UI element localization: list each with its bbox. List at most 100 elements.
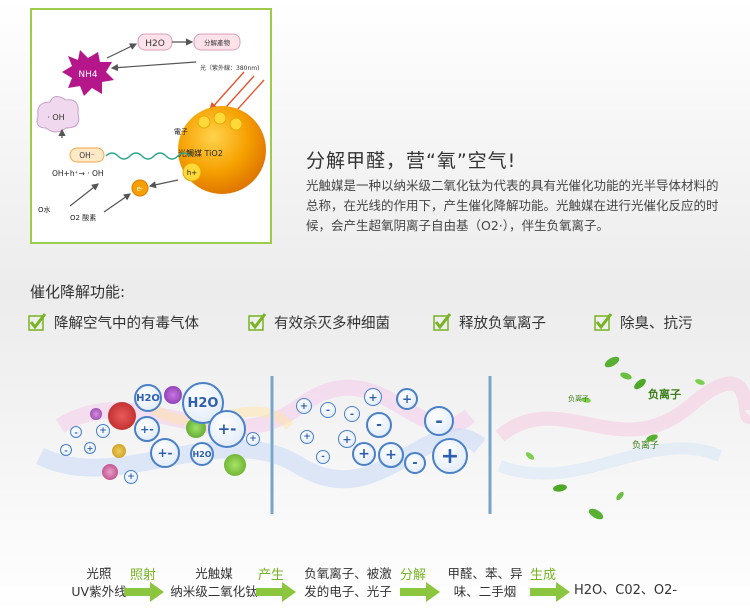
plus-ion: + xyxy=(296,398,312,414)
germ xyxy=(108,402,136,430)
plus-ion: + xyxy=(124,470,138,484)
flow-verb: 生成 xyxy=(530,568,557,583)
oh-radical-blob xyxy=(36,96,80,133)
diagram-oxygen-text: O2 酸素 xyxy=(70,213,96,222)
nh4-burst xyxy=(62,50,114,96)
plus-ion: + xyxy=(246,432,260,446)
neg-ion-label: 负离子 xyxy=(568,395,589,403)
diagram-canvas: H2O 分解產物 NH4 光（紫外線：380nm) · OH 電子 光觸媒 Ti… xyxy=(36,33,266,222)
diagram-h2o-text: H2O xyxy=(145,39,165,49)
plus-ion: + xyxy=(396,388,418,410)
plus-ion: + xyxy=(352,442,376,466)
glass-divider xyxy=(488,376,492,514)
diagram-nh4-text: NH4 xyxy=(78,70,98,80)
light-ray-3 xyxy=(209,71,245,112)
plusminus-ion: +- xyxy=(208,410,246,448)
description: 光触媒是一种以纳米级二氧化钛为代表的具有光催化功能的光半导体材料的总称，在光线的… xyxy=(306,178,719,233)
e-minus-dot xyxy=(131,179,149,197)
checkmark-icon xyxy=(594,313,612,331)
plus-ion: + xyxy=(84,442,96,454)
arrow-oxygen-up xyxy=(103,193,131,213)
flow-step: 光触媒 纳米级二氧化钛 xyxy=(164,565,264,601)
section-title: 催化降解功能: xyxy=(30,283,126,301)
germ xyxy=(224,454,246,476)
checkmark-icon xyxy=(433,313,451,331)
feature-label: 释放负氧离子 xyxy=(459,315,546,332)
plus-ion: + xyxy=(364,388,382,406)
flow-step: 光照 UV紫外线 xyxy=(64,565,134,601)
flow-step-line: 发的电子、光子 xyxy=(304,584,392,599)
flow-step-line: 负氧离子、被激 xyxy=(304,566,392,581)
diagram-electron-label: 電子 xyxy=(174,128,188,136)
flow-arrow-icon xyxy=(400,582,440,602)
arrow-to-e xyxy=(148,179,179,189)
plus-ion: + xyxy=(432,438,468,474)
germ xyxy=(164,386,182,404)
flow-result: H2O、C02、O2- xyxy=(574,583,678,598)
feature-item: 降解空气中的有毒气体 xyxy=(28,311,199,333)
minus-ion: - xyxy=(320,402,336,418)
feature-item: 释放负氧离子 xyxy=(433,311,546,333)
diagram-water-text: O水 xyxy=(38,205,51,214)
flow-step-line: 光触媒 xyxy=(195,566,233,581)
flow-verb: 产生 xyxy=(258,568,285,583)
flow-step-line: 纳米级二氧化钛 xyxy=(170,584,258,599)
electron-dot-3 xyxy=(229,117,243,131)
flow-arrow-icon xyxy=(530,582,570,602)
flow-arrow-icon xyxy=(124,582,164,602)
feature-label: 有效杀灭多种细菌 xyxy=(274,315,390,332)
plus-ion: + xyxy=(300,430,314,444)
germ xyxy=(112,444,126,458)
h2o-ion: H2O xyxy=(134,384,162,412)
minus-ion: - xyxy=(344,406,360,422)
neg-ion-label: 负离子 xyxy=(632,441,660,451)
minus-ion: - xyxy=(60,444,72,456)
plusminus-ion: +- xyxy=(150,438,180,468)
feature-label: 降解空气中的有毒气体 xyxy=(54,315,199,332)
arrow-to-nh4 xyxy=(110,61,197,72)
feature-item: 除臭、抗污 xyxy=(594,311,693,333)
diagram-light-text: 光（紫外線：380nm) xyxy=(200,64,259,72)
feature-list: 降解空气中的有毒气体 有效杀灭多种细菌 释放负氧离子 除臭、抗污 xyxy=(28,311,728,333)
diagram-hole-text: h+ xyxy=(187,169,197,177)
flow-verb: 照射 xyxy=(130,568,157,583)
flow-step: 甲醛、苯、异 味、二手烟 xyxy=(442,565,528,601)
flow-step-line: 光照 xyxy=(86,566,112,581)
diagram-products-text: 分解產物 xyxy=(204,38,231,47)
minus-ion: - xyxy=(404,452,426,474)
leaves xyxy=(525,356,705,520)
headline: 分解甲醛，营“氧”空气! xyxy=(306,150,517,172)
glass-divider xyxy=(270,376,274,514)
diagram-oh-minus-text: OH⁻ xyxy=(79,151,95,160)
oh-minus-bubble xyxy=(69,147,105,163)
flow-step-line: UV紫外线 xyxy=(71,584,127,599)
electron-dot-1 xyxy=(197,115,211,129)
feature-label: 除臭、抗污 xyxy=(620,315,693,332)
flow-step: 负氧离子、被激 发的电子、光子 xyxy=(296,565,400,601)
flow-verb: 分解 xyxy=(400,568,427,583)
minus-ion: - xyxy=(366,412,392,438)
feature-item: 有效杀灭多种细菌 xyxy=(248,311,390,333)
photocatalyst-diagram: H2O 分解產物 NH4 光（紫外線：380nm) · OH 電子 光觸媒 Ti… xyxy=(30,8,272,244)
plus-ion: + xyxy=(96,424,110,438)
checkmark-icon xyxy=(248,313,266,331)
minus-ion: - xyxy=(70,426,82,438)
diagram-e-minus-text: e- xyxy=(137,185,144,193)
minus-ion: - xyxy=(424,406,454,436)
diagram-oh-radical-text: · OH xyxy=(47,113,64,122)
arrow-to-h2o xyxy=(106,43,138,59)
flow-step-line: 味、二手烟 xyxy=(453,584,517,599)
electron-dot-2 xyxy=(213,111,227,125)
minus-ion: - xyxy=(316,450,330,464)
hole-dot xyxy=(182,162,202,182)
diagram-reaction-text: OH+h⁺→ · OH xyxy=(52,169,104,178)
plusminus-ion: +- xyxy=(134,416,160,442)
products-bubble xyxy=(193,33,241,51)
process-flow: 光照 UV紫外线 照射 光触媒 纳米级二氧化钛 产生 负氧离子、被激 发的电子、… xyxy=(0,560,750,610)
checkmark-icon xyxy=(28,313,46,331)
plus-ion: + xyxy=(338,430,356,448)
germ xyxy=(102,464,118,480)
diagram-catalyst-text: 光觸媒 TiO2 xyxy=(178,148,223,158)
flow-arrow-icon xyxy=(256,582,296,602)
wavy-connector xyxy=(105,152,191,160)
